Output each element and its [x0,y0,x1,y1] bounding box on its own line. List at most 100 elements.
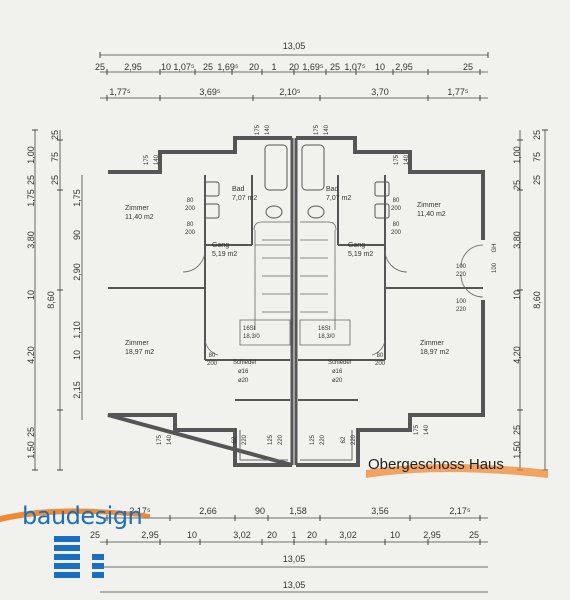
dim-top-row1-label: 1 [271,62,276,72]
dim-bottom-total-1: 13,05 [283,554,306,564]
opening-label: 175 [157,434,163,445]
room-area: 5,19 m2 [212,251,237,258]
room-name: Gang [348,242,365,249]
dim-bottom-row2-label: 2,95 [423,530,441,540]
dim-top-total: 13,05 [283,41,306,51]
dim-top-row1-label: 1,07⁵ [173,62,195,72]
dim-right-outer-label: 25 [512,180,522,190]
dim-left-outer-label: 1,50 [26,441,36,459]
dim-top-row1-label: 20 [289,62,299,72]
dim-top-row1-label: 2,95 [395,62,413,72]
dim-bottom-row2-label: 25 [469,530,479,540]
stair-left-ratio: 18,3/0 [243,334,260,340]
dim-right-outer-label: 10 [512,290,522,300]
opening-label: 140 [404,154,410,165]
opening-label: 80 [377,353,384,359]
opening-label: 100 [456,299,467,305]
room-name: Bad [232,186,245,193]
dim-right-stack-label: 75 [532,152,542,162]
opening-label: 220 [242,434,248,445]
opening-label: 175 [314,124,320,135]
room-name: Zimmer [420,340,444,347]
dim-bottom-row1-label: 1,58 [289,506,307,516]
walls [107,136,485,467]
dim-bottom-row1-label: 2,17⁵ [449,506,471,516]
dim-bottom-row2-label: 20 [267,530,277,540]
dim-bottom-row1-label: 90 [255,506,265,516]
staircase [239,221,351,346]
room-name: Zimmer [417,202,441,209]
dim-left-stack-label: 75 [50,152,60,162]
dim-right-outer-label: 1,00 [512,146,522,164]
schiedel-right-d1: ø16 [332,369,343,375]
opening-label: 200 [375,361,386,367]
plan-caption: Obergeschoss Haus [368,456,504,473]
dim-right-outer-label: 1,50 [512,441,522,459]
schiedel-left-title: Schiedel [233,360,256,366]
room-area: 18,97 m2 [420,349,449,356]
dim-bottom-row2-label: 10 [390,530,400,540]
dim-right-stack-label: 25 [532,175,542,185]
room-area: 7,07 m2 [232,195,257,202]
dim-left-outer-label: 25 [26,427,36,437]
opening-label: 200 [185,206,196,212]
opening-label: 175 [394,154,400,165]
dim-top-row1-label: 10 [161,62,171,72]
stair-right-ratio: 18,3/0 [318,334,335,340]
dim-top-row1-label: 20 [249,62,259,72]
room-name: Zimmer [125,340,149,347]
opening-label: 175 [414,424,420,435]
opening-label: 80 [187,198,194,204]
door-swings [182,244,484,356]
dim-left-inner-label: 2,15 [72,381,82,399]
room-name: Zimmer [125,205,149,212]
opening-label: 125 [310,434,316,445]
dim-bottom-row2-label: 20 [307,530,317,540]
dim-bottom-row2-label: 3,02 [233,530,251,540]
dim-top-row1-label: 25 [463,62,473,72]
gh-label: GH [492,244,498,253]
schiedel-left-d1: ø16 [238,369,249,375]
room-name: Bad [326,186,339,193]
dim-left-inner-label: 2,90 [72,263,82,281]
room-area: 5,19 m2 [348,251,373,258]
opening-label: 62 [232,436,238,443]
dim-top-row2-label: 2,10⁵ [279,87,301,97]
brand-text: baudesign [22,502,143,530]
dim-left-outer-label: 1,00 [26,146,36,164]
bathroom-fixtures [204,144,390,219]
dim-bottom-row2-label: 1 [291,530,296,540]
dim-bottom-total-2: 13,05 [283,580,306,590]
dim-top-row1-label: 25 [95,62,105,72]
dim-left-outer-label: 4,20 [26,346,36,364]
opening-label: 140 [167,434,173,445]
dim-bottom-row2-label: 10 [187,530,197,540]
opening-label: 140 [154,154,160,165]
opening-label: 220 [320,434,326,445]
opening-label: 80 [209,353,216,359]
caption-highlight [366,464,548,478]
opening-label: 200 [391,206,402,212]
dim-top-row1-label: 10 [375,62,385,72]
opening-label: 80 [187,222,194,228]
dim-left-inner-label: 1,75 [72,189,82,207]
opening-label: 220 [278,434,284,445]
opening-label: 80 [393,198,400,204]
room-area: 18,97 m2 [125,349,154,356]
baudesign-logo: baudesign [0,500,160,590]
dim-top-row1-label: 1,69⁵ [302,62,324,72]
dim-top-row1-label: 25 [330,62,340,72]
opening-label: 100 [456,264,467,270]
dim-left-total: 8,60 [46,291,56,309]
room-area: 11,40 m2 [125,214,154,221]
dim-top-row2-label: 3,69⁵ [199,87,221,97]
room-labels: Zimmer 11,40 m2 Zimmer 18,97 m2 Bad 7,07… [125,186,449,356]
opening-label: 80 [393,222,400,228]
opening-label: 175 [144,154,150,165]
